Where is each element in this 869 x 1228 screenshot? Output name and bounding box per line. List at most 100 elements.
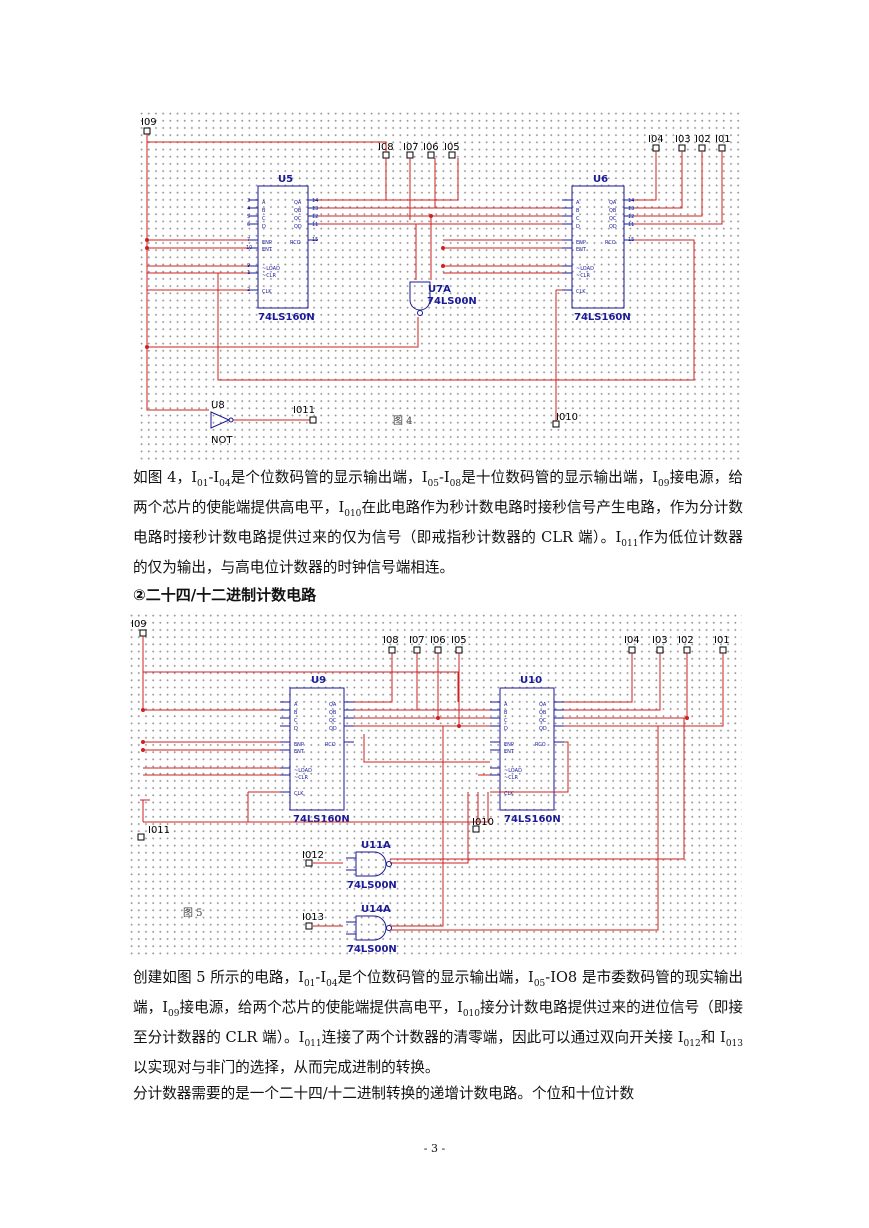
chip-u5-body: [257, 185, 309, 309]
svg-text:CLK: CLK: [576, 289, 586, 295]
svg-text:11: 11: [628, 222, 634, 228]
figure-5-schematic: U9 U10 74LS160N 74LS160N A B C D ENP ENT…: [128, 612, 742, 957]
io3-terminal: [656, 646, 664, 654]
svg-text:~LOAD: ~LOAD: [262, 266, 280, 272]
io4-label: I04: [648, 134, 664, 145]
svg-text:ENT: ENT: [504, 749, 515, 755]
svg-text:13: 13: [628, 206, 634, 212]
chip-u6-ref: U6: [593, 174, 608, 185]
inverter-u8-ref: U8: [211, 400, 225, 411]
figure-4-caption: 图 4: [393, 415, 413, 427]
inverter-u8-symbol: [210, 411, 231, 429]
svg-text:A: A: [262, 200, 266, 206]
io8-label: I08: [383, 635, 399, 646]
gate-u7a-symbol: [409, 281, 431, 311]
svg-text:5: 5: [247, 214, 250, 220]
chip-u6-part: 74LS160N: [574, 312, 631, 323]
svg-text:QD: QD: [609, 224, 617, 230]
io5-terminal: [448, 151, 456, 159]
io4-terminal: [652, 144, 660, 152]
svg-text:C: C: [576, 216, 580, 222]
svg-text:RCO: RCO: [605, 240, 616, 246]
io13-label: I013: [302, 912, 324, 923]
gate-u11a-ref: U11A: [361, 840, 391, 851]
svg-text:13: 13: [312, 206, 318, 212]
svg-text:CLK: CLK: [262, 289, 272, 295]
svg-text:QB: QB: [329, 710, 337, 716]
io9-terminal: [139, 629, 147, 637]
io10-terminal: [552, 420, 560, 428]
chip-u6-body: [571, 185, 625, 309]
svg-text:QB: QB: [294, 208, 302, 214]
svg-text:~LOAD: ~LOAD: [504, 768, 522, 774]
io1-terminal: [718, 144, 726, 152]
svg-text:14: 14: [312, 198, 318, 204]
io7-label: I07: [409, 635, 425, 646]
svg-text:B: B: [294, 710, 298, 716]
svg-text:ENT: ENT: [294, 749, 305, 755]
svg-text:ENT: ENT: [576, 247, 587, 253]
io5-label: I05: [444, 142, 460, 153]
io10-label: I010: [472, 817, 494, 828]
svg-text:QA: QA: [329, 702, 337, 708]
chip-u10-ref: U10: [520, 675, 542, 686]
io11-label: I011: [293, 405, 315, 416]
io1-label: I01: [715, 134, 731, 145]
io11-label: I011: [148, 825, 170, 836]
svg-text:12: 12: [628, 214, 634, 220]
svg-text:QC: QC: [539, 718, 547, 724]
io2-label: I02: [695, 134, 711, 145]
svg-text:ENP: ENP: [294, 742, 304, 748]
io9-label: I09: [141, 117, 157, 128]
paragraph-figure5-description: 创建如图 5 所示的电路，I01-I04是个位数码管的显示输出端，I05-IO8…: [133, 969, 744, 1077]
section-heading: ②二十四/十二进制计数电路: [133, 586, 317, 604]
svg-text:C: C: [294, 718, 298, 724]
chip-u9-body: [289, 687, 345, 811]
io6-terminal: [434, 646, 442, 654]
io3-label: I03: [652, 635, 668, 646]
svg-text:QD: QD: [329, 726, 337, 732]
svg-text:B: B: [504, 710, 508, 716]
io8-terminal: [382, 151, 390, 159]
svg-text:QD: QD: [539, 726, 547, 732]
io13-terminal: [305, 922, 313, 930]
svg-text:QC: QC: [294, 216, 302, 222]
svg-text:ENT: ENT: [262, 247, 273, 253]
io12-terminal: [305, 859, 313, 867]
svg-text:4: 4: [247, 206, 250, 212]
svg-text:D: D: [294, 726, 298, 732]
io11-terminal: [309, 416, 317, 424]
io7-terminal: [406, 151, 414, 159]
io1-terminal: [719, 646, 727, 654]
svg-text:C: C: [262, 216, 266, 222]
svg-text:~CLR: ~CLR: [576, 273, 590, 279]
gate-u7a-ref: U7A: [428, 284, 451, 295]
svg-text:ENP: ENP: [262, 240, 272, 246]
page-number: - 3 -: [423, 1142, 446, 1155]
io3-label: I03: [675, 134, 691, 145]
io2-terminal: [683, 646, 691, 654]
svg-text:QA: QA: [609, 200, 617, 206]
svg-text:D: D: [576, 224, 580, 230]
svg-text:B: B: [262, 208, 266, 214]
svg-text:RCO: RCO: [290, 240, 301, 246]
svg-text:D: D: [262, 224, 266, 230]
svg-text:~LOAD: ~LOAD: [294, 768, 312, 774]
io12-label: I012: [302, 850, 324, 861]
chip-u9-ref: U9: [311, 675, 326, 686]
svg-text:D: D: [504, 726, 508, 732]
svg-text:CLK: CLK: [294, 791, 304, 797]
io1-label: I01: [714, 635, 730, 646]
svg-text:RCO: RCO: [325, 742, 336, 748]
io9-terminal: [143, 127, 151, 135]
svg-text:6: 6: [247, 222, 250, 228]
figure-5-caption: 图 5: [183, 907, 203, 919]
svg-text:ENP: ENP: [504, 742, 514, 748]
svg-text:QA: QA: [539, 702, 547, 708]
svg-text:RCO: RCO: [535, 742, 546, 748]
svg-text:12: 12: [312, 214, 318, 220]
svg-text:3: 3: [247, 198, 250, 204]
svg-text:B: B: [576, 208, 580, 214]
svg-text:~CLR: ~CLR: [504, 775, 518, 781]
io7-label: I07: [403, 142, 419, 153]
